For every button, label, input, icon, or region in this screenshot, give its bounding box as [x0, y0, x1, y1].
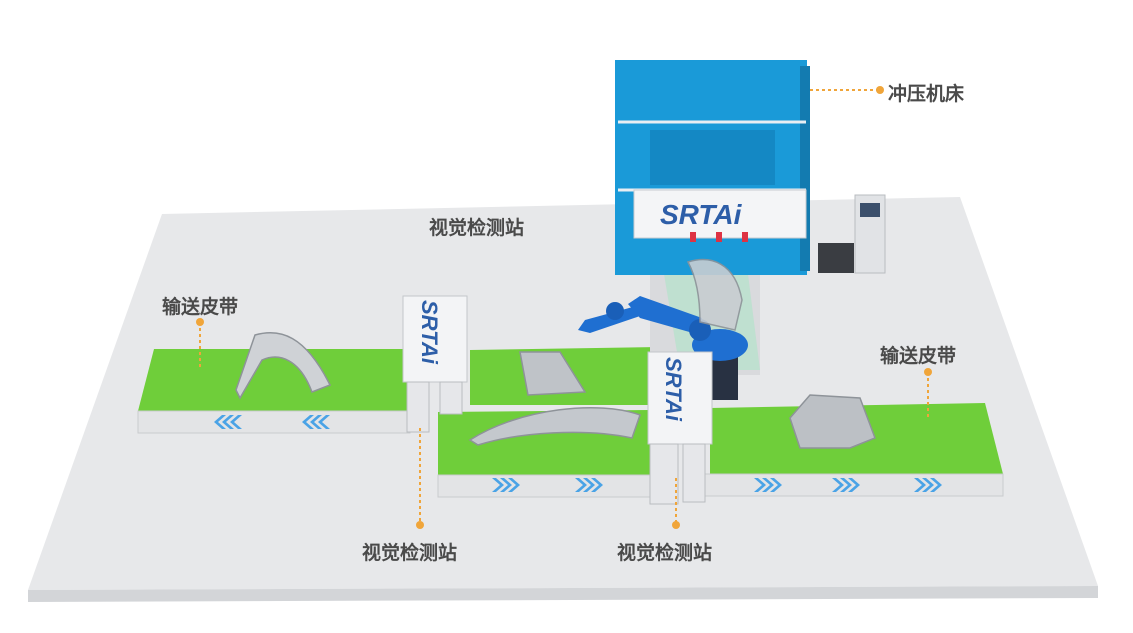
part-in-press: [686, 258, 743, 331]
part-door-inner: [519, 351, 587, 396]
part-fender: [235, 331, 332, 400]
svg-text:SRTAi: SRTAi: [661, 357, 686, 422]
vision-station-left: SRTAi: [402, 295, 468, 433]
svg-text:SRTAi: SRTAi: [417, 300, 442, 365]
leader-lines: [199, 89, 929, 525]
label-conveyor-left: 输送皮带: [162, 296, 239, 318]
conveyor-belt-right: [704, 403, 1004, 497]
stamped-parts: [235, 258, 876, 449]
leader-dots: [196, 86, 932, 529]
conveyor-belt-left: [137, 349, 411, 434]
part-floor-panel: [789, 394, 876, 449]
label-press: 冲压机床: [888, 83, 965, 105]
control-cabinet: [818, 194, 886, 274]
vision-station-right: SRTAi: [647, 351, 713, 505]
part-side-frame: [468, 407, 641, 446]
chevrons-left: [214, 415, 330, 429]
press-brand-logo: SRTAi: [660, 199, 743, 230]
label-vision-bottom-right: 视觉检测站: [617, 542, 713, 564]
label-conveyor-right: 输送皮带: [880, 345, 957, 367]
label-vision-top: 视觉检测站: [429, 217, 525, 239]
label-vision-bottom-left: 视觉检测站: [362, 542, 458, 564]
